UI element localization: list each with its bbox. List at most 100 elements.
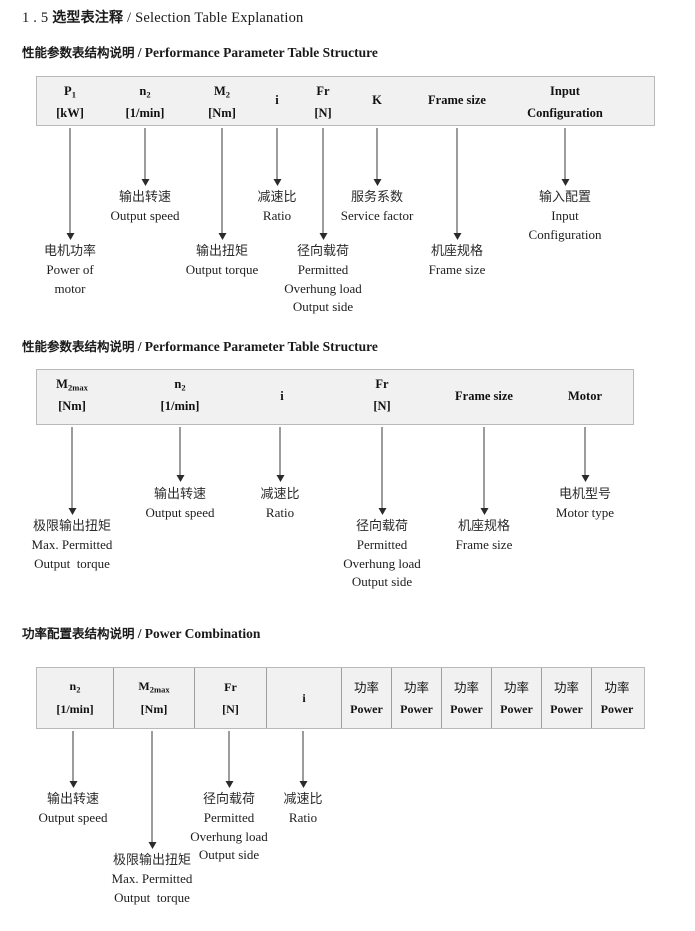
header-line-2: [kW] bbox=[56, 105, 84, 120]
table-2-header-output-speed: n2 [1/min] bbox=[161, 374, 200, 418]
section-number: 1 . 5 bbox=[22, 10, 49, 26]
page-title-en: Selection Table Explanation bbox=[135, 10, 304, 26]
page-title-cn: 选型表注释 bbox=[52, 10, 124, 26]
table-2-header-frame-size: Frame size bbox=[455, 386, 513, 408]
annotation-label-en: Ratio bbox=[262, 208, 292, 224]
section-heading-2-en: Performance Parameter Table Structure bbox=[144, 339, 378, 354]
annotation-label-en: Output side bbox=[292, 299, 354, 315]
table-1-header-service-factor: K bbox=[372, 90, 382, 112]
table-1-header-output-torque: M2 [Nm] bbox=[208, 81, 236, 125]
page-title-separator: / bbox=[127, 10, 132, 26]
annotation-label-en: Ratio bbox=[265, 505, 295, 521]
annotation-label-cn: 输出转速 bbox=[46, 792, 99, 807]
section-heading-3-en: Power Combination bbox=[144, 626, 261, 641]
arrow-overhung-load bbox=[378, 427, 387, 515]
section-heading-3-cn: 功率配置表结构说明 bbox=[22, 626, 135, 641]
annotation-label-cn: 极限输出扭矩 bbox=[32, 519, 112, 534]
annotation-label-cn: 减速比 bbox=[257, 190, 297, 205]
annotation-motor-type: 电机型号 Motor type bbox=[556, 486, 614, 523]
annotation-label-en: Max. Permitted bbox=[111, 871, 193, 887]
header-line-1: K bbox=[372, 93, 382, 107]
annotation-label-en: Permitted bbox=[203, 810, 255, 826]
annotation-label-cn: 电机型号 bbox=[558, 487, 612, 502]
header-line-1: n2 bbox=[174, 377, 186, 393]
annotation-label-cn: 径向载荷 bbox=[355, 519, 408, 534]
section-heading-3-separator: / bbox=[137, 626, 142, 641]
section-heading-1: 性能参数表结构说明 / Performance Parameter Table … bbox=[22, 42, 378, 61]
arrow-power-of-motor bbox=[66, 128, 75, 240]
annotation-label-cn: 输入配置 bbox=[538, 190, 591, 205]
arrow-ratio bbox=[299, 731, 308, 788]
arrow-output-torque bbox=[218, 128, 227, 240]
table-1-header-overhung-load: Fr[N] bbox=[314, 81, 331, 125]
header-line-1: P1 bbox=[64, 84, 76, 100]
table-2-header-max-output-torque: M2max[Nm] bbox=[56, 374, 88, 418]
arrow-ratio bbox=[273, 128, 282, 186]
annotation-frame-size: 机座规格 Frame size bbox=[429, 243, 486, 280]
arrow-output-speed bbox=[69, 731, 78, 788]
annotation-label-en: Motor type bbox=[555, 505, 615, 521]
annotation-label-cn: 减速比 bbox=[283, 792, 323, 807]
annotation-label-en: Max. Permitted bbox=[31, 537, 113, 553]
arrow-overhung-load bbox=[225, 731, 234, 788]
annotation-output-speed: 输出转速 Output speed bbox=[39, 791, 108, 828]
annotation-label-cn: 服务系数 bbox=[350, 190, 404, 205]
annotation-label-en: motor bbox=[54, 280, 86, 296]
annotation-label-en: Output speed bbox=[110, 208, 180, 224]
arrow-frame-size bbox=[480, 427, 489, 515]
arrow-max-output-torque bbox=[68, 427, 77, 515]
annotation-label-cn: 减速比 bbox=[260, 487, 300, 502]
header-line-1: Frame size bbox=[455, 389, 513, 403]
section-heading-1-en: Performance Parameter Table Structure bbox=[144, 45, 378, 60]
annotation-ratio: 减速比 Ratio bbox=[257, 189, 296, 226]
annotation-label-en: Output speed bbox=[145, 505, 215, 521]
annotation-label-en: Output torque bbox=[185, 262, 259, 278]
section-heading-2-separator: / bbox=[137, 339, 142, 354]
header-line-2: [1/min] bbox=[160, 398, 200, 413]
annotation-label-cn: 径向载荷 bbox=[202, 792, 255, 807]
header-line-2: [Nm] bbox=[208, 105, 236, 120]
annotation-label-en: Output speed bbox=[38, 810, 108, 826]
header-line-1: i bbox=[275, 93, 279, 107]
annotation-label-cn: 径向载荷 bbox=[296, 244, 349, 259]
arrow-motor-type bbox=[581, 427, 590, 482]
annotation-label-en: Service factor bbox=[340, 208, 414, 224]
annotation-label-en: Frame size bbox=[428, 262, 486, 278]
annotation-label-en: Input bbox=[551, 208, 579, 224]
header-line-2: [N] bbox=[373, 398, 391, 413]
table-1-header-frame-size: Frame size bbox=[428, 90, 486, 112]
performance-parameter-table-2 bbox=[36, 369, 634, 425]
section-heading-2-cn: 性能参数表结构说明 bbox=[22, 339, 135, 354]
table-1-header-power: P1 [kW] bbox=[56, 81, 84, 125]
annotation-label-cn: 机座规格 bbox=[430, 244, 484, 259]
section-heading-1-cn: 性能参数表结构说明 bbox=[22, 45, 135, 60]
page-title: 1 . 5 选型表注释 / Selection Table Explanatio… bbox=[22, 7, 304, 27]
header-line-1: Fr bbox=[375, 377, 389, 391]
annotation-label-en: Permitted bbox=[297, 262, 349, 278]
header-line-1: M2 bbox=[213, 84, 231, 100]
arrow-max-output-torque bbox=[148, 731, 157, 849]
annotation-ratio: 减速比 Ratio bbox=[283, 791, 322, 828]
arrow-overhung-load bbox=[319, 128, 328, 240]
table-2-header-ratio: i bbox=[280, 386, 283, 408]
table-3-header-overhung-load: Fr[N] bbox=[194, 668, 266, 728]
annotation-label-en: Ratio bbox=[288, 810, 318, 826]
annotation-label-en: Output torque bbox=[34, 555, 110, 571]
section-heading-1-separator: / bbox=[137, 45, 142, 60]
header-line-1: M2max bbox=[56, 377, 88, 393]
arrow-ratio bbox=[276, 427, 285, 482]
